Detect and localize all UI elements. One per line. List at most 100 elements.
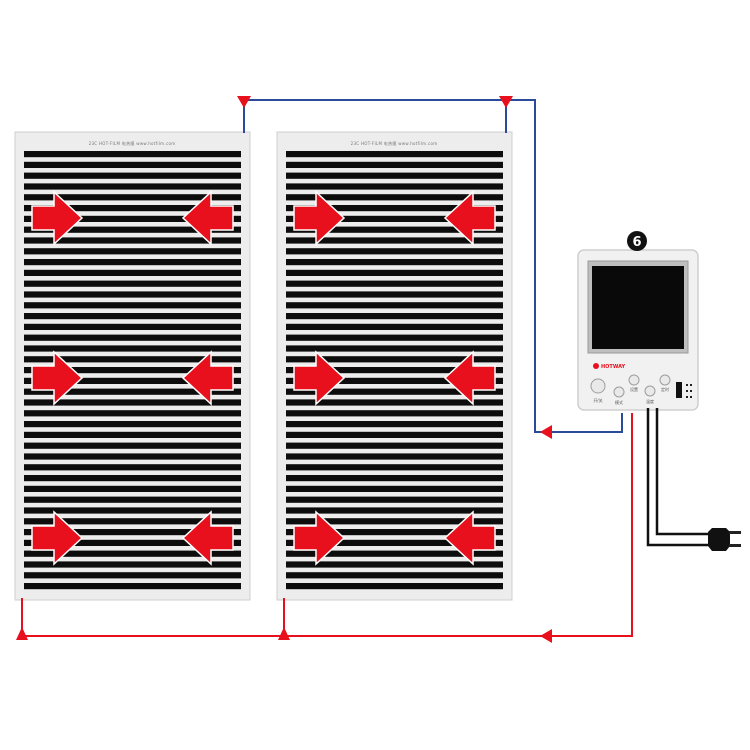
film-stripe	[24, 442, 241, 449]
film-stripe	[24, 561, 241, 568]
film-left-header: 23C HOT-FILM 电热膜 www.hotfilm.com	[89, 140, 176, 146]
thermostat-button[interactable]	[644, 385, 656, 397]
film-stripe	[286, 172, 503, 179]
wire-marker-bottom-left	[16, 627, 28, 640]
film-stripe	[286, 345, 503, 352]
wire-marker-top-right	[499, 96, 513, 108]
film-stripe	[24, 453, 241, 460]
film-stripe	[24, 269, 241, 276]
film-stripe	[286, 518, 503, 525]
film-right-header: 23C HOT-FILM 电热膜 www.hotfilm.com	[351, 140, 438, 146]
film-stripe	[286, 377, 503, 384]
film-stripe	[286, 356, 503, 363]
heat-arrow-right	[293, 510, 346, 566]
film-stripe	[24, 399, 241, 406]
film-stripe	[286, 151, 503, 158]
film-stripe	[286, 367, 503, 374]
step-number-text: 6	[632, 235, 641, 250]
thermostat-screen	[592, 266, 684, 349]
film-stripe	[286, 259, 503, 266]
film-stripe	[24, 529, 241, 536]
film-stripe	[286, 205, 503, 212]
film-stripe	[286, 507, 503, 514]
film-stripe	[286, 496, 503, 503]
film-stripe	[286, 421, 503, 428]
red-wire	[16, 413, 633, 643]
heat-arrow-left	[181, 350, 234, 406]
film-stripe	[286, 237, 503, 244]
film-stripe	[24, 334, 241, 341]
film-stripe	[24, 572, 241, 579]
heat-arrow-left	[443, 350, 496, 406]
heat-arrow-left	[443, 510, 496, 566]
film-stripe	[286, 410, 503, 417]
step-number-badge	[627, 231, 647, 251]
film-stripe	[286, 475, 503, 482]
film-stripe	[286, 269, 503, 276]
heat-arrow-right	[31, 190, 84, 246]
film-stripe	[24, 507, 241, 514]
heat-arrow-left	[443, 190, 496, 246]
thermostat-logo-icon	[593, 363, 599, 369]
film-stripe	[24, 161, 241, 168]
film-stripe	[286, 183, 503, 190]
film-stripe	[24, 172, 241, 179]
thermostat-button[interactable]	[613, 386, 625, 398]
film-stripe	[286, 215, 503, 222]
thermostat-sensor-vent	[676, 382, 692, 398]
film-stripe	[24, 280, 241, 287]
film-stripe	[286, 399, 503, 406]
film-stripe	[24, 410, 241, 417]
sensor-dot	[686, 390, 688, 392]
power-plug-prong-top	[729, 531, 741, 534]
heat-arrow-right	[293, 190, 346, 246]
film-stripe	[286, 280, 503, 287]
film-stripe	[286, 194, 503, 201]
film-stripe	[286, 323, 503, 330]
thermostat-button[interactable]	[590, 378, 606, 394]
thermostat-button[interactable]	[628, 374, 640, 386]
thermostat-button-label: 定时	[661, 386, 669, 392]
heat-arrow-right	[293, 350, 346, 406]
wire-marker-bottom-right	[540, 629, 552, 643]
wire-marker-bottom-mid	[278, 627, 290, 640]
film-stripe	[286, 313, 503, 320]
wire-marker-blue-return	[540, 425, 552, 439]
film-left-stripes	[24, 151, 241, 590]
heat-arrow-left	[181, 190, 234, 246]
film-stripe	[24, 539, 241, 546]
film-stripe	[286, 529, 503, 536]
film-stripe	[286, 291, 503, 298]
film-stripe	[24, 205, 241, 212]
thermostat-button-label: 设置	[630, 386, 638, 392]
film-stripe	[24, 464, 241, 471]
heat-arrow-left	[181, 510, 234, 566]
film-stripe	[286, 161, 503, 168]
film-stripe	[286, 334, 503, 341]
blue-wire	[237, 96, 623, 439]
film-right-stripes	[286, 151, 503, 590]
sensor-dot	[686, 396, 688, 398]
film-stripe	[286, 572, 503, 579]
film-stripe	[286, 431, 503, 438]
heating-film-right: 23C HOT-FILM 电热膜 www.hotfilm.com	[276, 131, 513, 601]
film-stripe	[24, 550, 241, 557]
power-plug-body	[708, 528, 730, 551]
sensor-slot	[676, 382, 682, 398]
thermostat-button-label: 温度	[646, 398, 654, 404]
film-stripe	[24, 388, 241, 395]
film-stripe	[286, 485, 503, 492]
thermostat-brand: HOTWAY	[601, 364, 626, 370]
film-stripe	[24, 183, 241, 190]
power-plug-prong-bottom	[729, 544, 741, 547]
film-stripe	[24, 194, 241, 201]
heat-arrow-right	[31, 350, 84, 406]
film-stripe	[24, 313, 241, 320]
film-stripe	[24, 323, 241, 330]
film-stripe	[24, 421, 241, 428]
film-stripe	[286, 464, 503, 471]
film-stripe	[24, 431, 241, 438]
thermostat-button[interactable]	[659, 374, 671, 386]
heating-film-left: 23C HOT-FILM 电热膜 www.hotfilm.com	[14, 131, 251, 601]
